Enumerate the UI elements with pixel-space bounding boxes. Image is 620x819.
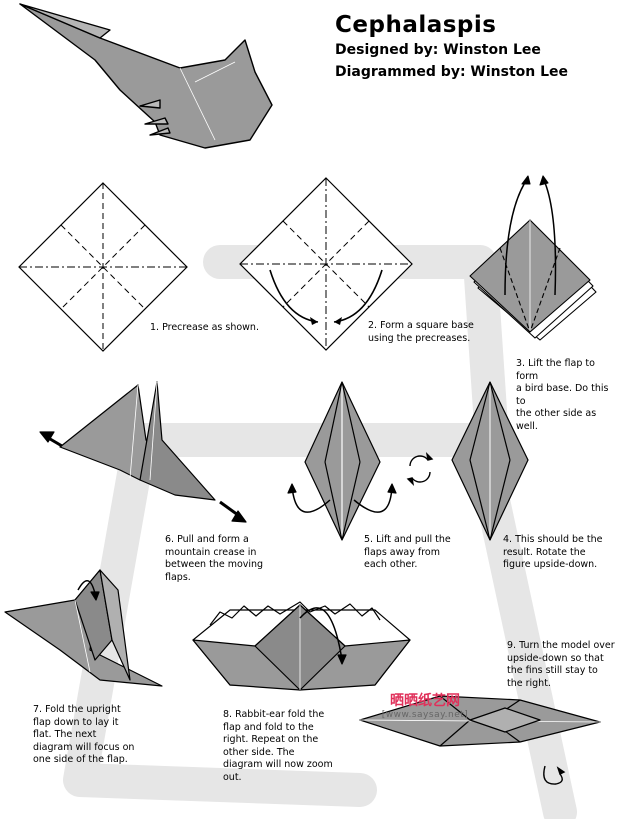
step-2-caption: 2. Form a square base using the precreas… <box>368 320 474 344</box>
diagram-title: Cephalaspis <box>335 12 497 38</box>
step-9-model <box>359 695 601 747</box>
watermark-url: [www.saysay.net] <box>381 710 469 720</box>
step-5-caption: 5. Lift and pull the flaps away from eac… <box>364 534 451 570</box>
step-8-model <box>192 601 411 691</box>
step-7-caption: 7. Fold the upright flap down to lay it … <box>33 704 135 765</box>
rotate-symbol <box>406 451 434 487</box>
watermark-site-name: 晒晒纸艺网 <box>390 693 460 709</box>
step-1-caption: 1. Precrease as shown. <box>150 322 259 333</box>
designer-credit: Designed by: Winston Lee <box>335 42 541 58</box>
step-9-caption: 9. Turn the model over upside-down so th… <box>507 640 615 689</box>
step-6-caption: 6. Pull and form a mountain crease in be… <box>165 534 264 583</box>
step-6-model <box>39 381 247 523</box>
step-4-bird-base <box>451 381 529 541</box>
diagrammer-credit: Diagrammed by: Winston Lee <box>335 64 569 80</box>
step-1-square <box>18 182 188 352</box>
step-2-square <box>239 177 413 351</box>
step-5-bird-base <box>287 381 397 541</box>
step-3-caption: 3. Lift the flap to form a bird base. Do… <box>516 358 609 432</box>
watermark: 晒晒纸艺网 [www.saysay.net] <box>370 692 480 720</box>
step-4-caption: 4. This should be the result. Rotate the… <box>503 534 603 570</box>
step-7-model <box>4 569 163 687</box>
final-model-illustration <box>19 3 273 149</box>
turn-over-symbol <box>543 765 566 785</box>
step-8-caption: 8. Rabbit-ear fold the flap and fold to … <box>223 709 333 783</box>
step-3-square-base <box>469 175 597 341</box>
